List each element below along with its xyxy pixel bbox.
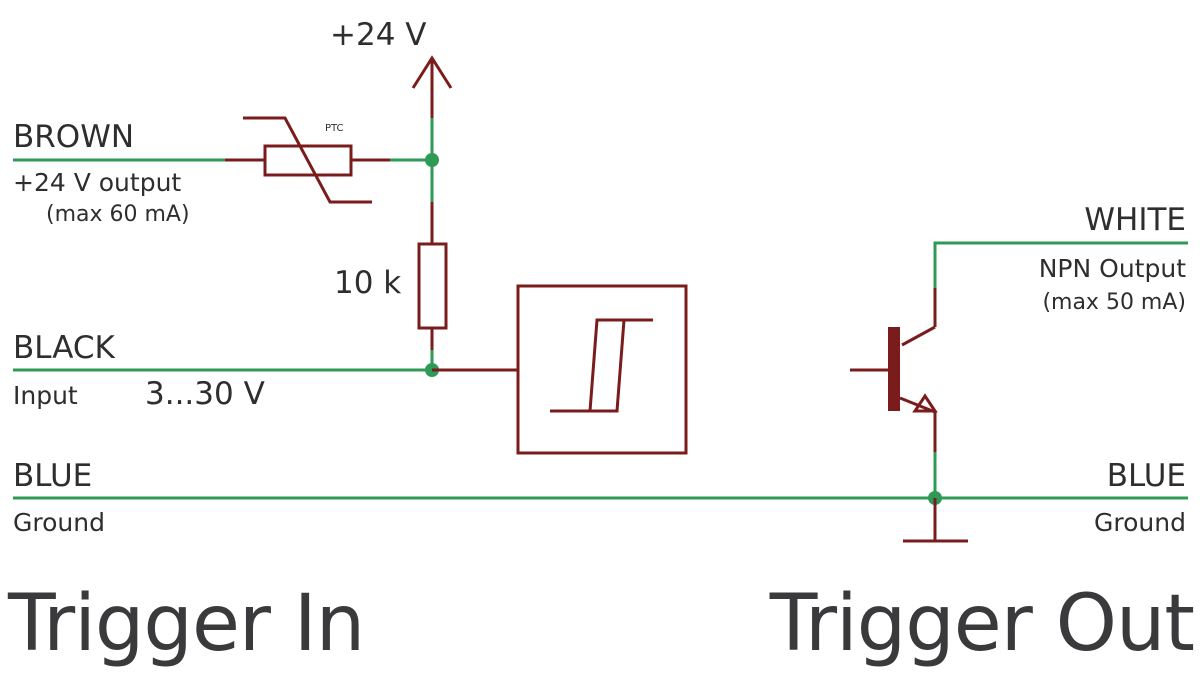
- brown-wire-desc: +24 V output: [13, 168, 182, 197]
- blue-out-wire-name: BLUE: [1106, 458, 1186, 494]
- resistor-label: 10 k: [334, 265, 402, 301]
- white-wire: [933, 241, 1188, 288]
- junction-dot: [425, 153, 439, 167]
- trigger-out-title: Trigger Out: [769, 579, 1195, 669]
- schmitt-trigger-icon: [516, 284, 688, 455]
- blue-wire-name: BLUE: [13, 458, 93, 494]
- trigger-in-title: Trigger In: [8, 579, 365, 669]
- white-wire-desc: NPN Output: [1038, 254, 1186, 283]
- ptc-label: PTC: [325, 123, 344, 134]
- resistor-icon: [417, 242, 448, 330]
- black-wire-range: 3...30 V: [145, 376, 265, 412]
- black-wire-name: BLACK: [13, 330, 115, 366]
- ground-icon: [903, 498, 968, 543]
- blue-wire-desc: Ground: [13, 508, 105, 537]
- brown-wire-name: BROWN: [13, 119, 135, 155]
- npn-transistor-icon: [850, 288, 938, 452]
- supply-label: +24 V: [330, 17, 427, 53]
- white-wire-name: WHITE: [1084, 202, 1186, 238]
- blue-out-wire-desc: Ground: [1094, 508, 1186, 537]
- supply-arrow-icon: [411, 55, 453, 118]
- white-wire-limit: (max 50 mA): [1042, 290, 1186, 315]
- black-wire-desc: Input: [13, 381, 78, 410]
- brown-wire-limit: (max 60 mA): [46, 202, 190, 227]
